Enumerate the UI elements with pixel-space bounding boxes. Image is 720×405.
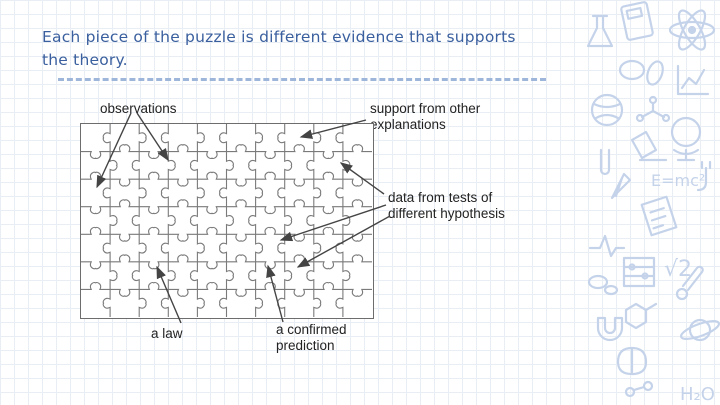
puzzle-seam-horizontal: [81, 254, 372, 270]
label-prediction: a confirmed prediction: [276, 322, 347, 353]
puzzle-seam-vertical: [335, 124, 351, 317]
calculator-icon: [620, 1, 654, 41]
puzzle-seam-vertical: [160, 124, 176, 317]
microscope-icon: [630, 130, 668, 162]
chart-icon: [676, 64, 710, 96]
puzzle-seam-vertical: [219, 124, 234, 317]
saturn-icon: [679, 318, 720, 342]
arrow-law: [156, 265, 182, 324]
arrow-observations-1: [96, 112, 132, 189]
puzzle-seam-horizontal: [81, 199, 372, 215]
arrow-data-3: [296, 215, 391, 268]
arrow-data-1: [339, 162, 385, 195]
energy-formula-text: E=mc²: [651, 171, 705, 190]
puzzle-seam-vertical: [277, 124, 293, 317]
earth-stand-icon: [670, 116, 702, 162]
root-text: √2: [664, 257, 692, 282]
rocket-icon: [610, 172, 632, 200]
pulse-icon: [588, 234, 626, 258]
puzzle-pieces: [81, 124, 372, 317]
arrow-data-2: [279, 204, 387, 242]
puzzle-seam-vertical: [102, 124, 118, 317]
brain-icon: [616, 346, 648, 376]
flask-icon: [586, 14, 614, 48]
puzzle-seam-horizontal: [81, 171, 372, 187]
label-data-tests: data from tests of different hypothesis: [388, 190, 505, 221]
puzzle-seam-vertical: [306, 124, 322, 317]
puzzle-seam-vertical: [131, 124, 147, 317]
arrow-observations-2: [136, 112, 169, 162]
chemical-structure-icon: [624, 302, 658, 330]
puzzle-seam-horizontal: [81, 226, 372, 242]
globe-icon: [590, 93, 624, 127]
lab-molecule-icon: [624, 380, 654, 398]
notebook-icon: [640, 195, 678, 237]
arrow-prediction: [266, 264, 284, 323]
puzzle-seam-vertical: [189, 124, 205, 317]
plug-icon: [696, 160, 712, 192]
label-observations: observations: [100, 101, 177, 116]
puzzle-seam-vertical: [248, 124, 264, 317]
molecule-icon: [635, 95, 671, 123]
slide-title: Each piece of the puzzle is different ev…: [42, 28, 516, 69]
bacteria-icon: [618, 59, 664, 86]
puzzle-seam-horizontal: [81, 281, 372, 297]
arrow-support: [299, 119, 367, 139]
puzzle-seam-horizontal: [81, 144, 372, 160]
magnet-icon: [596, 316, 624, 342]
test-tube-icon: [599, 148, 611, 176]
title-divider: [58, 78, 546, 81]
label-law: a law: [151, 326, 183, 341]
pills-icon: [587, 274, 619, 296]
water-formula-text: H₂O: [680, 384, 715, 405]
label-support: support from other explanations: [370, 101, 481, 132]
puzzle-grid: [80, 123, 374, 319]
abacus-icon: [622, 256, 656, 288]
atom-icon: [668, 9, 716, 51]
thermometer-icon: [675, 265, 704, 301]
